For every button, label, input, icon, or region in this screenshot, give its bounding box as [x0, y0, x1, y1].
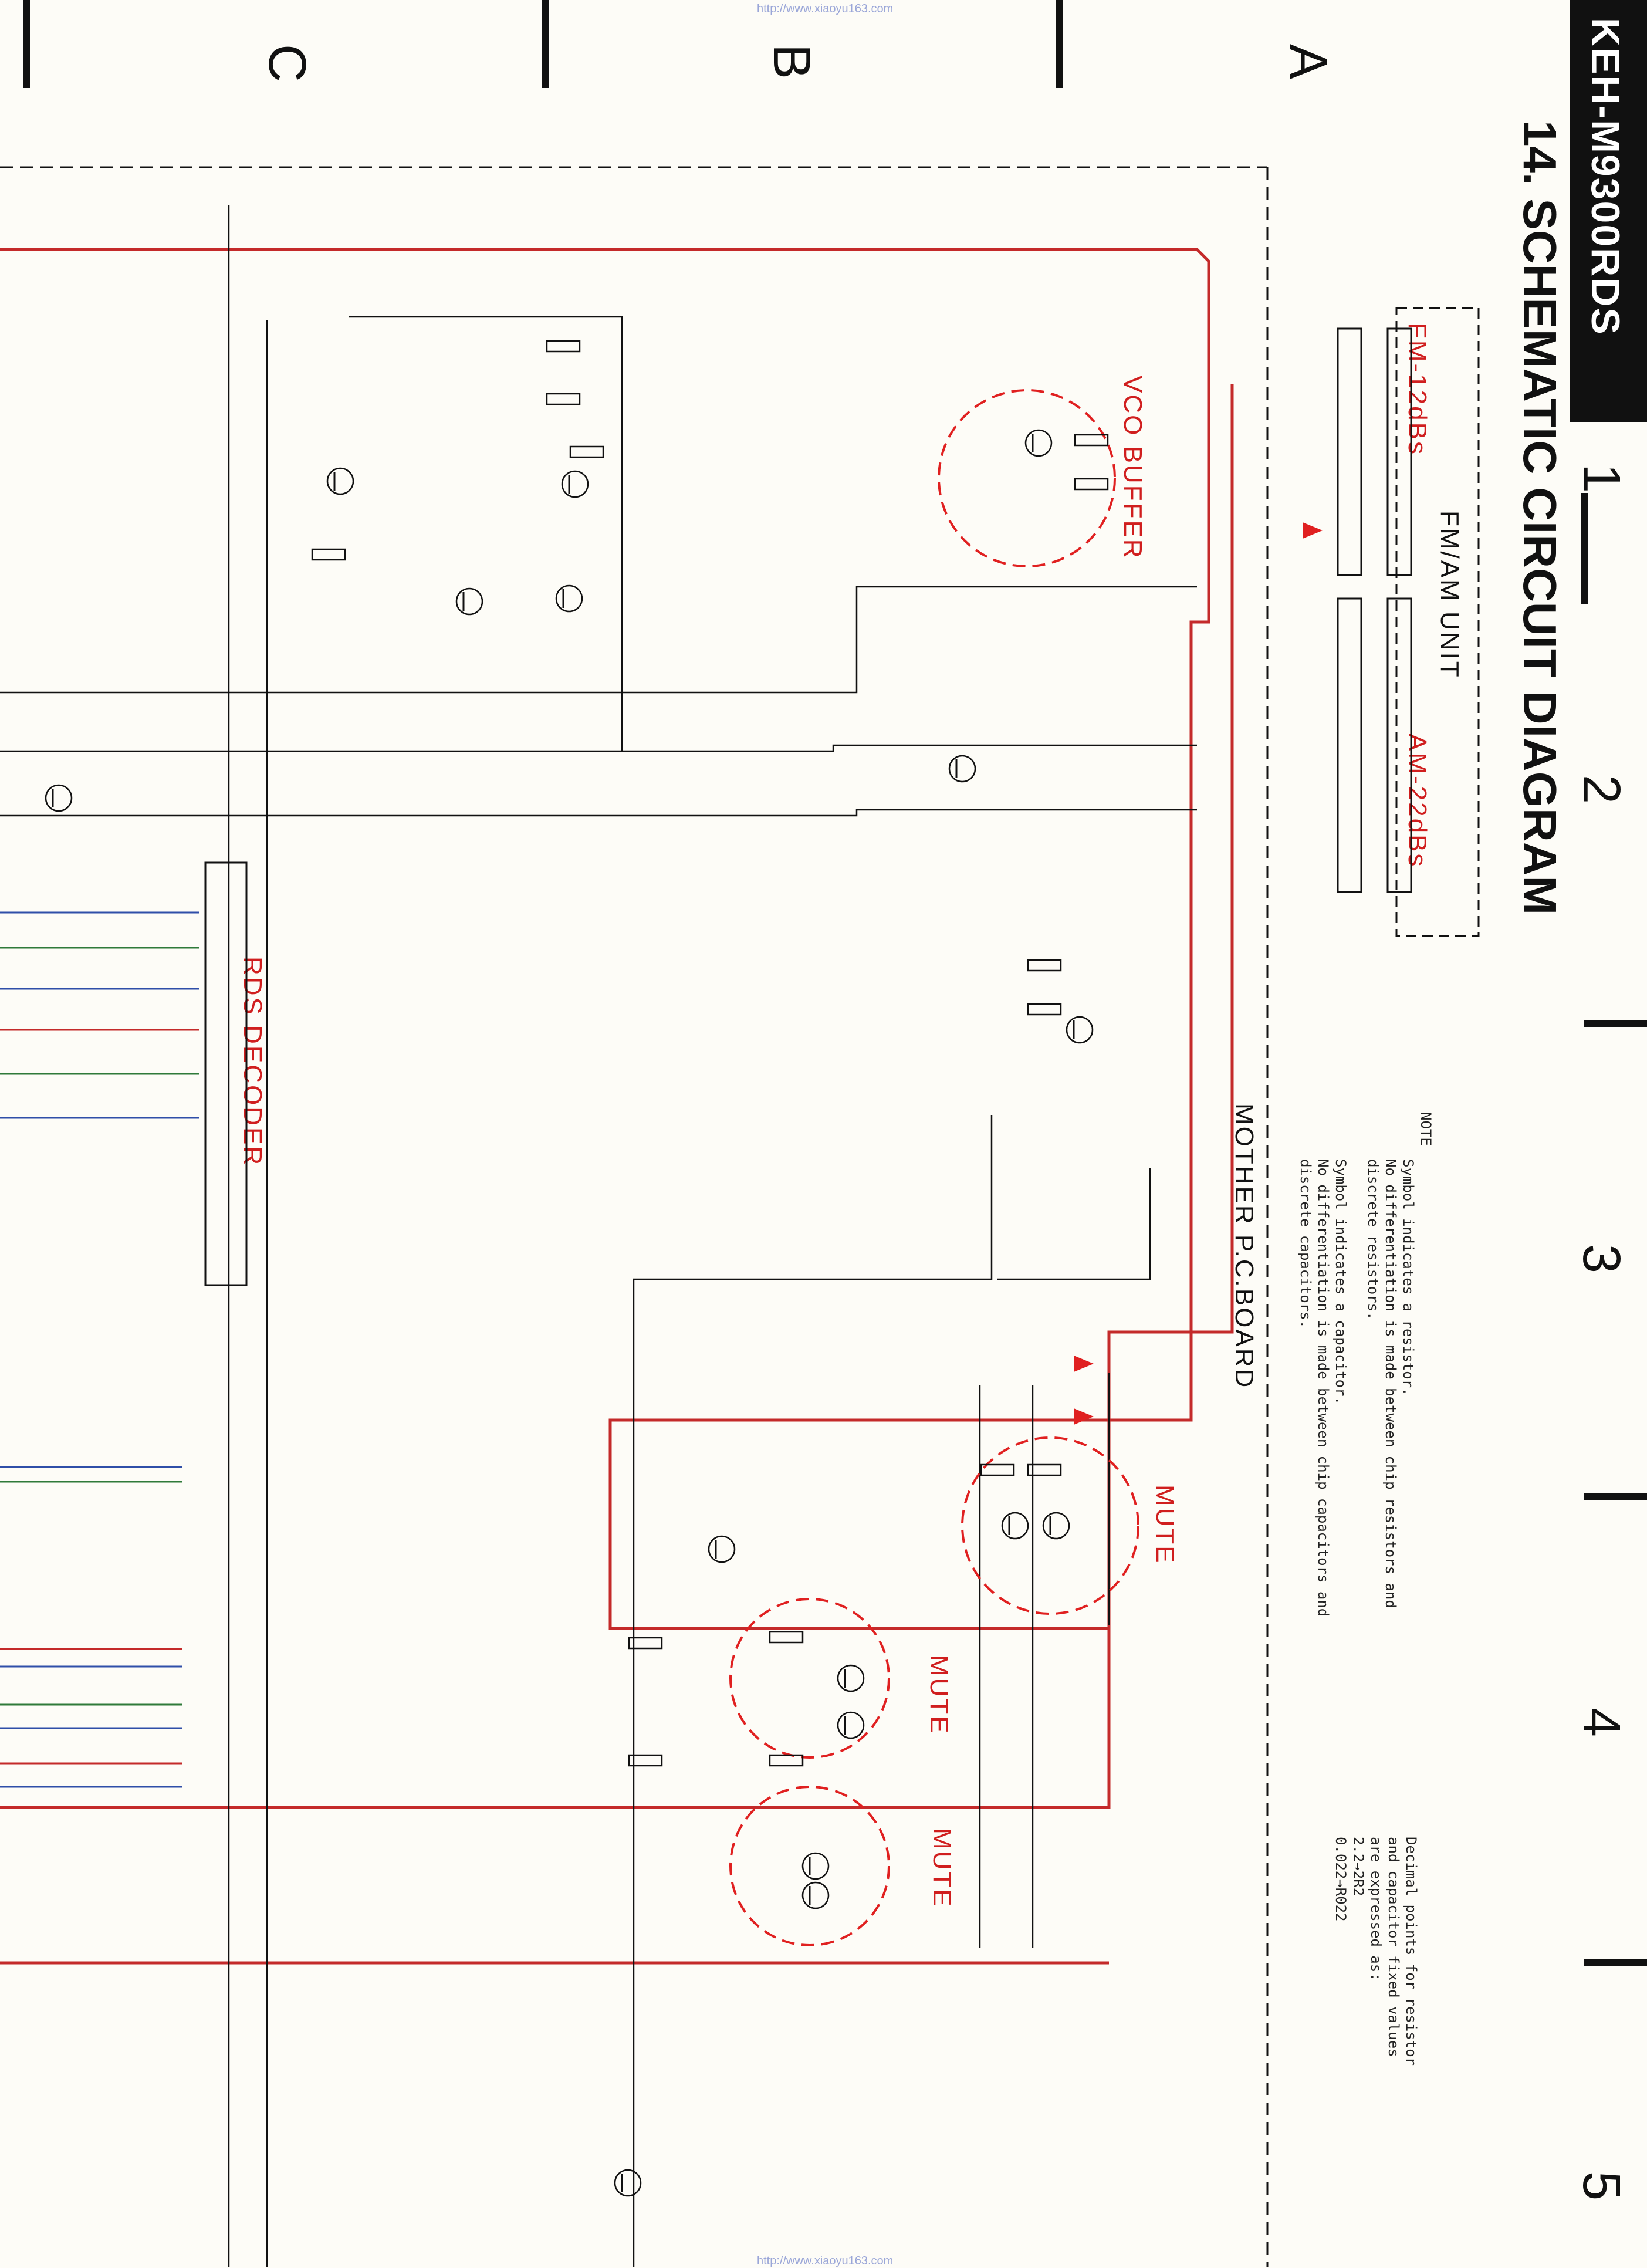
red-power-trace-1: [0, 384, 1234, 1809]
transistor-symbol-10: [555, 584, 583, 613]
resistor-symbol-8: [769, 1631, 804, 1644]
interconnect-trace-5: [633, 1115, 993, 2267]
transistor-symbol-9: [326, 467, 354, 495]
resistor-symbol-11: [628, 1754, 663, 1767]
highlight-circle-3: [729, 1786, 890, 1946]
transistor-symbol-2: [1001, 1512, 1029, 1540]
resistor-symbol-5: [1074, 478, 1109, 491]
fm-am-unit-outline: [1395, 307, 1480, 937]
watermark-top: http://www.xiaoyu163.com: [757, 2, 894, 15]
resistor-symbol-6: [1027, 1463, 1062, 1476]
transistor-symbol-8: [561, 470, 589, 498]
interconnect-trace-10: [349, 316, 623, 751]
red-arrow-marker-1: [1074, 1408, 1094, 1425]
connector-strip-2: [1337, 597, 1362, 893]
resistor-symbol-10: [628, 1637, 663, 1650]
connector-strip-4: [1386, 597, 1412, 893]
resistor-symbol-4: [1074, 434, 1109, 447]
connector-strip-3: [1386, 327, 1412, 576]
model-title-band: [1570, 0, 1647, 422]
resistor-symbol-0: [546, 340, 581, 353]
highlight-circle-0: [938, 389, 1116, 567]
resistor-symbol-3: [311, 548, 346, 561]
highlight-circle-1: [961, 1436, 1139, 1615]
transistor-symbol-3: [708, 1535, 736, 1563]
interconnect-trace-6: [997, 1168, 1151, 1280]
transistor-symbol-4: [837, 1664, 865, 1692]
transistor-symbol-12: [948, 755, 976, 783]
watermark-bottom: http://www.xiaoyu163.com: [757, 2255, 894, 2267]
resistor-symbol-13: [1027, 1003, 1062, 1016]
resistor-symbol-12: [1027, 959, 1062, 972]
transistor-symbol-13: [1066, 1016, 1094, 1044]
red-power-trace-0: [0, 248, 1210, 1807]
transistor-symbol-0: [1024, 429, 1053, 457]
red-arrow-marker-2: [1303, 522, 1323, 539]
transistor-symbol-14: [45, 784, 73, 812]
transistor-symbol-6: [801, 1852, 830, 1880]
transistor-symbol-1: [1042, 1512, 1070, 1540]
transistor-symbol-11: [455, 587, 483, 616]
resistor-symbol-9: [769, 1754, 804, 1767]
interconnect-trace-1: [0, 744, 1197, 752]
rds-decoder-pin-strip: [204, 861, 248, 1286]
connector-strip-1: [1337, 327, 1362, 576]
interconnect-trace-0: [0, 586, 1197, 694]
resistor-symbol-2: [569, 445, 604, 458]
transistor-symbol-7: [801, 1881, 830, 1909]
transistor-symbol-15: [614, 2169, 642, 2197]
interconnect-trace-2: [0, 809, 1197, 817]
resistor-symbol-1: [546, 393, 581, 405]
resistor-symbol-7: [980, 1463, 1015, 1476]
highlight-circle-2: [729, 1598, 890, 1759]
red-arrow-marker-0: [1074, 1356, 1094, 1372]
transistor-symbol-5: [837, 1711, 865, 1739]
